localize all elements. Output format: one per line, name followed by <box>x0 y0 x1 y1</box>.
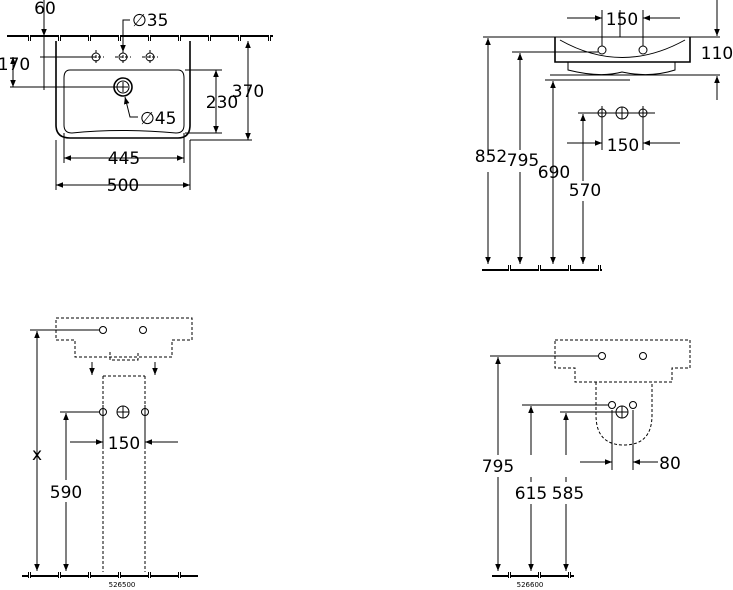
dim-570: 570 <box>569 181 601 201</box>
semi-pedestal-view: 795 615 585 80 526600 <box>480 339 691 589</box>
dim-60: 60 <box>34 0 56 19</box>
floor-strip <box>22 572 198 578</box>
dim-795: 795 <box>482 457 514 477</box>
supply-pipes <box>597 106 648 150</box>
dim-hole-35: ∅35 <box>132 11 168 31</box>
dim-500: 500 <box>107 176 139 196</box>
dim-445: 445 <box>108 149 140 169</box>
top-view: 60 ∅35 170 230 370 ∅45 445 500 <box>0 0 273 196</box>
semi-pedestal <box>595 382 653 446</box>
dim-170: 170 <box>0 55 30 75</box>
dim-150-top: 150 <box>606 10 638 30</box>
basin-side <box>554 37 691 63</box>
supply-pipes <box>608 401 637 419</box>
basin-outline <box>55 317 193 361</box>
dim-150: 150 <box>108 434 140 454</box>
pedestal-view: x 590 150 526500 <box>22 317 198 589</box>
product-code: 526600 <box>517 581 544 589</box>
basin-outline <box>554 339 691 383</box>
pedestal <box>102 375 146 572</box>
floor-strip <box>482 265 602 271</box>
dim-852: 852 <box>475 147 507 167</box>
floor-strip <box>492 572 574 578</box>
dim-110: 110 <box>701 44 733 64</box>
dim-615: 615 <box>515 484 547 504</box>
dim-795: 795 <box>507 151 539 171</box>
dim-230: 230 <box>206 93 238 113</box>
basin-bowl <box>63 69 185 134</box>
supply-pipes <box>99 405 149 448</box>
dim-drain-45: ∅45 <box>140 109 176 129</box>
dim-585: 585 <box>552 484 584 504</box>
product-code: 526500 <box>109 581 136 589</box>
tap-holes <box>88 50 158 64</box>
dim-690: 690 <box>538 163 570 183</box>
dim-x: x <box>32 445 42 465</box>
dim-370: 370 <box>232 82 264 102</box>
side-view: 150 110 852 795 690 570 150 <box>471 0 733 271</box>
wall-strip <box>7 35 273 41</box>
basin-outline <box>55 41 191 139</box>
dim-590: 590 <box>50 483 82 503</box>
dim-150-low: 150 <box>607 136 639 156</box>
dim-80: 80 <box>659 454 681 474</box>
